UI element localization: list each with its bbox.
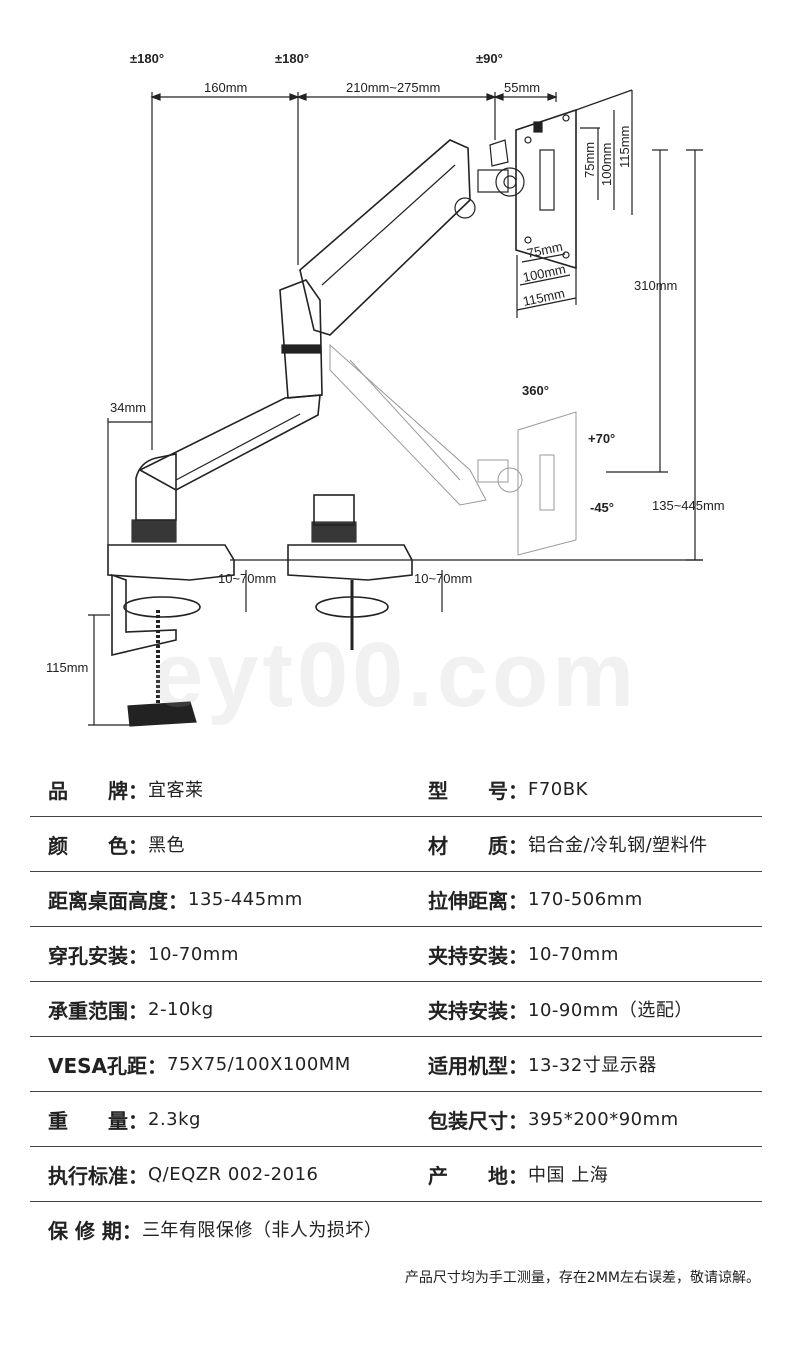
dim-label: 75mm	[582, 142, 597, 178]
spec-label: 材 质：	[428, 833, 528, 858]
angle-label: ±180°	[275, 51, 309, 66]
spec-label: 产 地：	[428, 1163, 528, 1188]
spec-row: 距离桌面高度：135-445mm 拉伸距离：170-506mm	[30, 872, 762, 927]
spec-label: 重 量：	[48, 1108, 148, 1133]
spec-value: 10-90mm（选配）	[528, 1000, 693, 1021]
spec-value: 10-70mm	[148, 943, 239, 965]
spec-value: Q/EQZR 002-2016	[148, 1163, 319, 1185]
dim-label: 115mm	[522, 285, 567, 308]
dim-label: 310mm	[634, 278, 677, 293]
spec-value: 2-10kg	[148, 998, 214, 1020]
spec-value: 395*200*90mm	[528, 1108, 679, 1130]
spec-row: 品 牌：宜客莱 型 号：F70BK	[30, 762, 762, 817]
angle-label: ±90°	[476, 51, 503, 66]
spec-row: 穿孔安装：10-70mm 夹持安装：10-70mm	[30, 927, 762, 982]
dim-label: 100mm	[522, 261, 568, 285]
spec-label: 品 牌：	[48, 778, 148, 803]
dim-label: 115mm	[46, 660, 88, 675]
dim-label: 135~445mm	[652, 498, 725, 513]
spec-row: 颜 色：黑色 材 质：铝合金/冷轧钢/塑料件	[30, 817, 762, 872]
warranty-value: 三年有限保修（非人为损坏）	[141, 1220, 383, 1241]
measurement-note: 产品尺寸均为手工测量，存在2MM左右误差，敬请谅解。	[404, 1270, 760, 1286]
spec-row: 承重范围：2-10kg 夹持安装：10-90mm（选配）	[30, 982, 762, 1037]
dim-label: 210mm~275mm	[346, 80, 440, 95]
spec-label: 包装尺寸：	[428, 1108, 528, 1133]
spec-value: 2.3kg	[148, 1108, 201, 1130]
spec-value: 10-70mm	[528, 943, 619, 965]
spec-label: 执行标准：	[48, 1163, 148, 1188]
dim-label: 115mm	[617, 126, 632, 168]
spec-value: 黑色	[148, 835, 185, 856]
spec-value: 中国 上海	[528, 1165, 609, 1186]
spec-value: 135-445mm	[188, 888, 303, 910]
angle-label: +70°	[588, 431, 615, 446]
spec-label: 夹持安装：	[428, 998, 528, 1023]
spec-value: 铝合金/冷轧钢/塑料件	[528, 835, 708, 856]
dim-label: 75mm	[526, 239, 564, 261]
angle-label: 360°	[522, 383, 549, 398]
spec-label: 穿孔安装：	[48, 943, 148, 968]
spec-label: VESA孔距：	[48, 1053, 168, 1078]
warranty-row: 保 修 期：三年有限保修（非人为损坏）	[30, 1202, 762, 1262]
spec-label: 距离桌面高度：	[48, 888, 188, 913]
warranty-label: 保 修 期：	[48, 1218, 142, 1243]
spec-value: F70BK	[528, 778, 588, 800]
spec-row: VESA孔距：75X75/100X100MM 适用机型：13-32寸显示器	[30, 1037, 762, 1092]
spec-label: 型 号：	[428, 778, 528, 803]
dim-label: 160mm	[204, 80, 247, 95]
spec-value: 170-506mm	[528, 888, 643, 910]
spec-row: 重 量：2.3kg 包装尺寸：395*200*90mm	[30, 1092, 762, 1147]
spec-value: 75X75/100X100MM	[167, 1053, 351, 1075]
spec-label: 适用机型：	[428, 1053, 528, 1078]
spec-row: 执行标准：Q/EQZR 002-2016 产 地：中国 上海	[30, 1147, 762, 1202]
dim-label: 10~70mm	[218, 571, 276, 586]
spec-label: 夹持安装：	[428, 943, 528, 968]
dim-label: 100mm	[599, 143, 614, 186]
spec-label: 颜 色：	[48, 833, 148, 858]
monitor-arm-diagram: ±180° ±180° ±90° 360° +70° -45° 160mm 21…	[46, 51, 725, 727]
dim-label: 34mm	[110, 400, 146, 415]
dim-label: 55mm	[504, 80, 540, 95]
angle-label: -45°	[590, 500, 614, 515]
dim-label: 10~70mm	[414, 571, 472, 586]
angle-label: ±180°	[130, 51, 164, 66]
spec-label: 拉伸距离：	[428, 888, 528, 913]
spec-label: 承重范围：	[48, 998, 148, 1023]
spec-value: 宜客莱	[148, 780, 204, 801]
spec-table: 品 牌：宜客莱 型 号：F70BK 颜 色：黑色 材 质：铝合金/冷轧钢/塑料件…	[30, 762, 762, 1262]
spec-value: 13-32寸显示器	[528, 1055, 657, 1076]
